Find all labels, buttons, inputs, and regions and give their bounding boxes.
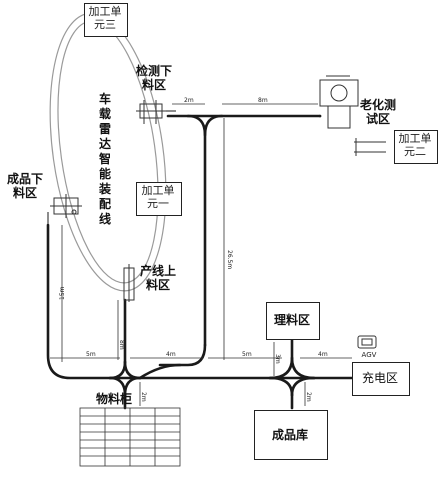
agv-track [46, 114, 387, 410]
dim-text-4m-right: 4m [318, 351, 328, 358]
label-aging: 老化测试区 [360, 98, 397, 126]
label-inspection: 检测下料区 [135, 64, 172, 92]
dim-text-2m-rb: 2m [305, 392, 312, 402]
dim-text-15m: 15m [59, 286, 66, 300]
dim-text-26-5m: 26.5m [226, 250, 233, 269]
dim-text-8m-top: 8m [258, 97, 268, 104]
track-mid-junction-c [123, 360, 142, 380]
label-unit1: 加工单元一 [141, 184, 175, 210]
track-top-merge-right [203, 114, 224, 137]
track-right-junction-c [290, 356, 316, 380]
track-right-junction-a [268, 376, 294, 397]
box-unit2 [394, 130, 438, 164]
label-unit3: 加工单元三 [88, 5, 122, 31]
line-load-machine-icon [123, 264, 135, 302]
box-sorting [266, 302, 320, 340]
label-agv: AGV [361, 351, 377, 359]
agv-icon [357, 335, 377, 349]
label-materials: 物料柜 [95, 392, 132, 406]
label-warehouse: 成品库 [271, 428, 308, 442]
track-right-merge [158, 343, 207, 367]
label-finished-unload: 成品下料区 [6, 172, 43, 200]
dimension-lines [50, 103, 352, 406]
dim-text-5m-left: 5m [86, 351, 96, 358]
track-mid-junction-d [108, 360, 127, 380]
dim-text-2m-top: 2m [184, 97, 194, 104]
box-unit1 [136, 182, 182, 216]
dim-text-5m-right: 5m [242, 351, 252, 358]
track-upper-row [138, 363, 182, 380]
label-sorting: 理料区 [273, 313, 310, 327]
label-unit2: 加工单元二 [398, 132, 432, 158]
dim-text-8m-vert: 8m [118, 340, 125, 350]
label-charging: 充电区 [361, 371, 398, 385]
dimension-texts: 2m 8m 26.5m 15m 8m 5m 4m 5m 4m 3m 2m 2m [59, 97, 328, 402]
box-charging [352, 362, 410, 396]
dim-text-4m-mid: 4m [166, 351, 176, 358]
inspection-machine-icon [136, 100, 166, 124]
dim-text-3m: 3m [274, 354, 281, 364]
label-line-load: 产线上料区 [140, 264, 177, 292]
box-unit3 [84, 3, 128, 37]
finished-unload-machine-icon [50, 194, 82, 218]
track-top-merge-left [186, 114, 207, 347]
track-right-junction-d [268, 356, 294, 380]
label-radar-line: 车载雷达智能装配线 [98, 92, 111, 226]
materials-cabinet-grid [79, 407, 181, 467]
box-warehouse [254, 410, 328, 460]
track-left-vertical [46, 223, 387, 380]
aging-machine-icon [319, 75, 386, 156]
dim-text-2m-lb: 2m [140, 392, 147, 402]
